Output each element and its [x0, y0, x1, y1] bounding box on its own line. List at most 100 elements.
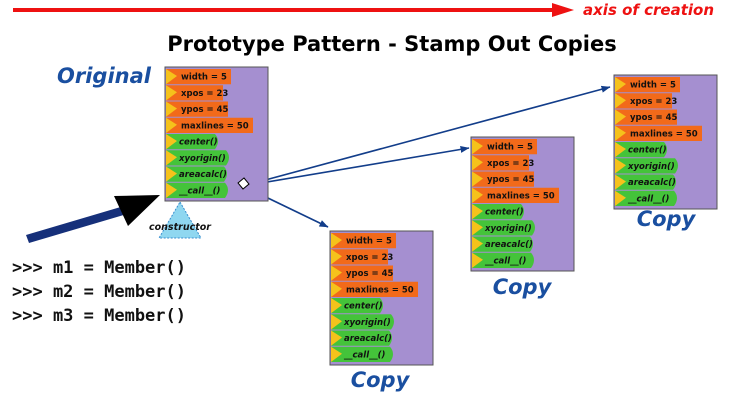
attribute-row [331, 249, 388, 265]
code-line-3: >>> m3 = Member() [12, 306, 186, 326]
method-label: xyorigin() [484, 224, 532, 234]
attribute-label: maxlines = 50 [487, 191, 555, 201]
method-label: center() [485, 208, 524, 218]
method-row [166, 166, 227, 182]
method-row [472, 204, 524, 220]
attribute-label: ypos = 45 [346, 269, 393, 279]
attribute-row [615, 77, 680, 93]
method-label: __call__() [484, 256, 526, 266]
attribute-tab [166, 101, 177, 117]
constructor-label: constructor [149, 222, 212, 233]
method-tab [331, 314, 342, 330]
attribute-row [331, 281, 418, 297]
method-tab [615, 190, 626, 206]
attribute-row [166, 69, 231, 85]
attribute-row [472, 139, 537, 155]
method-label: areacalc() [179, 170, 227, 180]
method-row [331, 314, 394, 330]
attribute-row [166, 101, 228, 117]
method-label: xyorigin() [178, 154, 226, 164]
method-label: __call__() [178, 186, 220, 196]
method-tab [331, 298, 342, 314]
attribute-row [615, 125, 702, 141]
method-row [166, 182, 228, 198]
attribute-tab [331, 249, 342, 265]
method-tab [472, 252, 483, 268]
attribute-label: xpos = 23 [630, 97, 677, 107]
attribute-tab [166, 69, 177, 85]
method-tab [166, 150, 177, 166]
attribute-label: maxlines = 50 [630, 129, 698, 139]
code-block: >>> m1 = Member() >>> m2 = Member() >>> … [12, 258, 186, 326]
code-line-2: >>> m2 = Member() [12, 282, 186, 302]
copy-label: Copy [351, 368, 411, 392]
method-label: __call__() [343, 350, 385, 360]
attribute-label: ypos = 45 [181, 105, 228, 115]
axis-of-creation: axis of creation [13, 1, 714, 19]
method-tab [166, 166, 177, 182]
method-row [615, 190, 677, 206]
original-label: Original [57, 64, 152, 88]
method-tab [615, 174, 626, 190]
method-row [166, 134, 218, 150]
method-label: areacalc() [628, 178, 676, 188]
method-tab [331, 346, 342, 362]
attribute-label: xpos = 23 [181, 89, 228, 99]
method-row [472, 236, 533, 252]
method-tab [472, 236, 483, 252]
attribute-label: width = 5 [487, 143, 533, 153]
clone-arrow-copy-2 [242, 145, 470, 187]
attribute-tab [615, 125, 626, 141]
attribute-label: maxlines = 50 [346, 285, 414, 295]
attribute-row [615, 109, 677, 125]
copy-label: Copy [637, 207, 697, 231]
attribute-row [166, 85, 223, 101]
method-label: center() [179, 138, 218, 148]
clone-arrow-copy-3 [242, 85, 611, 187]
method-tab [472, 204, 483, 220]
object-boxes: width = 5 xpos = 23 ypos = 45 maxlines = 50… [57, 64, 718, 392]
method-label: xyorigin() [627, 162, 675, 172]
method-label: center() [628, 146, 667, 156]
instantiation-arrow [26, 195, 160, 243]
method-row [615, 174, 676, 190]
attribute-row [472, 187, 559, 203]
attribute-tab [615, 93, 626, 109]
method-row [166, 150, 229, 166]
method-tab [615, 142, 626, 158]
method-row [331, 346, 393, 362]
attribute-tab [472, 187, 483, 203]
attribute-tab [615, 77, 626, 93]
attribute-row [331, 265, 393, 281]
attribute-label: width = 5 [630, 81, 676, 91]
method-label: xyorigin() [343, 318, 391, 328]
instantiation-arrow-shaft [26, 206, 127, 243]
attribute-row [166, 117, 253, 133]
attribute-row [615, 93, 672, 109]
copy-label: Copy [493, 275, 553, 299]
attribute-tab [472, 171, 483, 187]
constructor-triangle [158, 201, 202, 239]
attribute-tab [331, 281, 342, 297]
method-label: areacalc() [344, 334, 392, 344]
method-row [331, 298, 383, 314]
method-tab [615, 158, 626, 174]
attribute-tab [615, 109, 626, 125]
method-tab [166, 134, 177, 150]
attribute-label: ypos = 45 [487, 175, 534, 185]
attribute-label: xpos = 23 [346, 253, 393, 263]
attribute-tab [166, 117, 177, 133]
method-tab [472, 220, 483, 236]
method-label: __call__() [627, 194, 669, 204]
method-tab [166, 182, 177, 198]
attribute-row [331, 233, 396, 249]
code-line-1: >>> m1 = Member() [12, 258, 186, 278]
instantiation-arrowhead [114, 195, 160, 226]
constructor-marker: constructor [149, 201, 212, 239]
handle-icon [237, 177, 250, 190]
method-row [472, 252, 534, 268]
